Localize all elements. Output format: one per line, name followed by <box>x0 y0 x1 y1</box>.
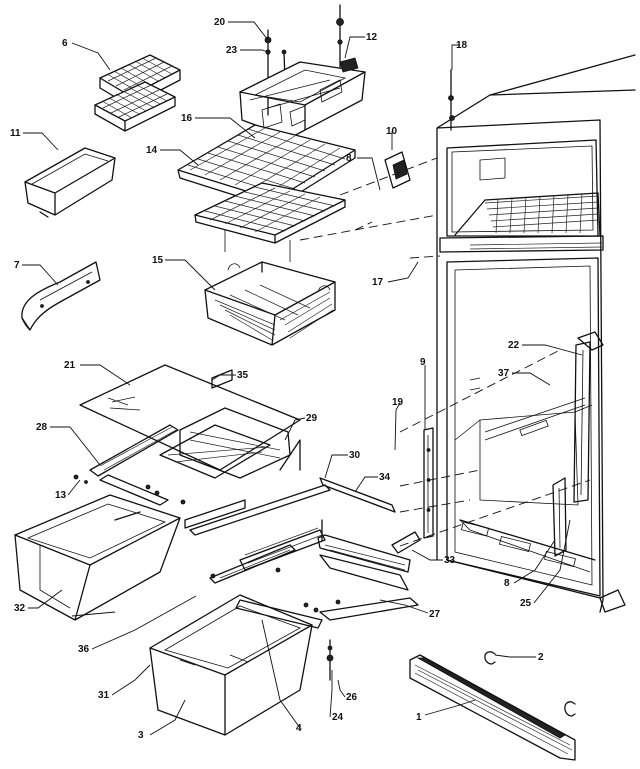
clip-2 <box>484 651 496 665</box>
callout-19: 19 <box>392 397 404 408</box>
callout-8-lower: 8 <box>504 578 510 589</box>
callout-35: 35 <box>237 370 249 381</box>
callout-34: 34 <box>379 472 391 483</box>
callout-13: 13 <box>55 490 67 501</box>
callout-20: 20 <box>214 17 226 28</box>
callout-7: 7 <box>14 260 20 271</box>
channel-37 <box>573 331 604 503</box>
callout-23: 23 <box>226 45 238 56</box>
callout-33: 33 <box>444 555 456 566</box>
callout-29: 29 <box>306 413 318 424</box>
callout-6: 6 <box>62 38 68 49</box>
crisper-drawer-3 <box>149 594 313 736</box>
callout-3: 3 <box>138 730 144 741</box>
callout-27: 27 <box>429 609 441 620</box>
bracket-25 <box>552 477 567 557</box>
leader-lines <box>22 21 583 736</box>
screws-bottom <box>326 639 334 681</box>
callout-22: 22 <box>508 340 520 351</box>
callout-17: 17 <box>372 277 384 288</box>
screws-top <box>264 4 455 131</box>
rail-31 <box>235 597 419 629</box>
callout-2: 2 <box>538 652 544 663</box>
callout-32: 32 <box>14 603 26 614</box>
callout-24: 24 <box>332 712 344 723</box>
alignment-lines <box>299 157 591 547</box>
callout-8: 8 <box>346 153 352 164</box>
clip-lower <box>564 701 576 717</box>
callout-9: 9 <box>420 357 426 368</box>
callout-labels: 6 11 7 20 23 12 16 14 15 18 10 8 17 9 22… <box>10 17 544 741</box>
door-bin-11 <box>24 147 116 218</box>
callout-11: 11 <box>10 128 21 139</box>
callout-31: 31 <box>98 690 110 701</box>
rail-13 <box>73 474 169 506</box>
callout-18: 18 <box>456 40 468 51</box>
callout-25: 25 <box>520 598 532 609</box>
callout-21: 21 <box>64 360 76 371</box>
callout-26-lower: 26 <box>346 692 358 703</box>
rail-assembly-30 <box>184 477 421 591</box>
toe-grille-1 <box>409 654 576 761</box>
refrigerator-cabinet <box>436 54 636 613</box>
callout-4: 4 <box>296 723 302 734</box>
wire-basket-15 <box>204 261 336 346</box>
crisper-frame-28 <box>89 369 301 505</box>
freezer-shelf-16 <box>177 124 356 209</box>
callout-12: 12 <box>366 32 378 43</box>
rail-36 <box>209 544 296 584</box>
callout-30: 30 <box>349 450 361 461</box>
callout-15: 15 <box>152 255 164 266</box>
callout-1: 1 <box>416 712 422 723</box>
freezer-shelf-14 <box>194 182 346 262</box>
callout-37: 37 <box>498 368 510 379</box>
trim-strip-9 <box>423 427 434 539</box>
callout-36: 36 <box>78 644 90 655</box>
ice-trays-6 <box>94 54 181 132</box>
callout-16: 16 <box>181 113 193 124</box>
callout-10: 10 <box>386 126 398 137</box>
crisper-cover-21 <box>79 364 301 471</box>
door-rack-7 <box>21 261 101 331</box>
callout-14: 14 <box>146 145 158 156</box>
callout-28: 28 <box>36 422 48 433</box>
crisper-drawer-32 <box>14 494 181 621</box>
